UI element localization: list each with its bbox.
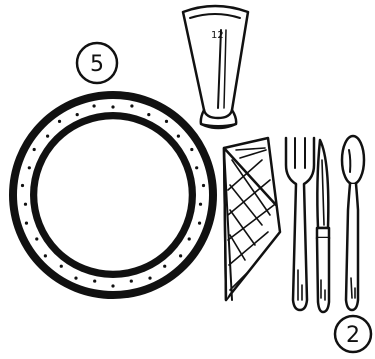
plate-rim-dot (33, 148, 36, 151)
plate-number-badge: 5 (77, 43, 117, 83)
plate-rim-dot (130, 104, 133, 107)
plate-rim-dot (147, 113, 150, 116)
plate-rim-dot (199, 203, 202, 206)
plate-rim-dot (195, 166, 198, 169)
plate-rim-dot (179, 254, 182, 257)
plate-rim-dot (74, 277, 77, 280)
folded-napkin-icon (224, 138, 280, 300)
plate-rim-dot (111, 284, 114, 287)
plate-rim-dot (92, 104, 95, 107)
glass-mark-label: 12 (211, 30, 224, 41)
plate-rim-dot (188, 237, 191, 240)
water-glass-icon: 12 (183, 6, 248, 128)
plate-rim-dot (60, 265, 63, 268)
cutlery-number-label: 2 (346, 323, 360, 348)
plate-rim-dot (93, 279, 96, 282)
plate-number-label: 5 (90, 52, 104, 77)
plate-rim-dot (148, 277, 151, 280)
dinner-plate-icon (10, 92, 216, 298)
fork-icon (286, 138, 314, 310)
plate-rim-dot (25, 222, 28, 225)
plate-rim-dot (24, 203, 27, 206)
plate-rim-dot (130, 279, 133, 282)
plate-rim-dot (28, 166, 31, 169)
cutlery-number-badge: 2 (335, 316, 371, 352)
plate-rim-dot (190, 148, 193, 151)
plate-rim-dot (177, 135, 180, 138)
plate-rim-dot (44, 254, 47, 257)
plate-rim-dot (35, 237, 38, 240)
spoon-icon (342, 136, 364, 310)
plate-rim-dot (58, 120, 61, 123)
plate-rim-dot (198, 222, 201, 225)
plate-rim-dot (46, 135, 49, 138)
plate-rim-dot (202, 184, 205, 187)
plate-rim-dot (21, 184, 24, 187)
knife-icon (317, 140, 329, 312)
plate-rim-dot (165, 120, 168, 123)
plate-rim-dot (163, 265, 166, 268)
plate-rim-dot (111, 105, 114, 108)
plate-rim-dot (76, 113, 79, 116)
